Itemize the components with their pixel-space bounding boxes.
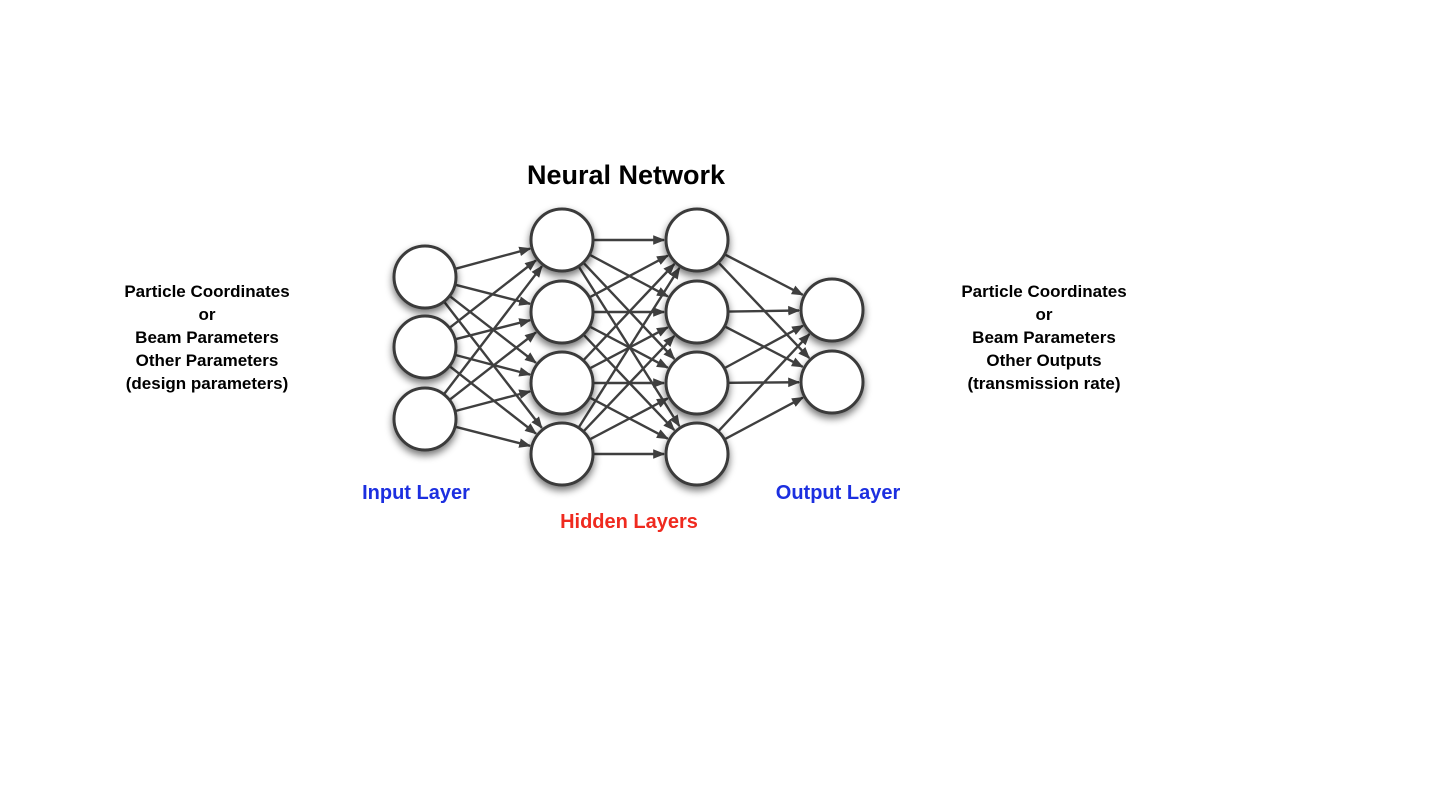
edge-input-2-to-hidden1-1 <box>448 331 537 401</box>
node-input-3 <box>392 386 458 452</box>
outputs-description: Particle Coordinates or Beam Parameters … <box>961 280 1126 395</box>
node-hidden2-3 <box>664 350 730 416</box>
edge-hidden2-2-to-output-0 <box>723 324 805 370</box>
outputs-line-4: Other Outputs <box>986 351 1102 370</box>
edge-input-1-to-hidden1-3 <box>448 365 537 435</box>
node-hidden1-4 <box>529 421 595 487</box>
inputs-line-4: Other Parameters <box>135 351 279 370</box>
node-output-1 <box>799 277 865 343</box>
edge-input-0-to-hidden1-0 <box>454 246 532 271</box>
inputs-line-3: Beam Parameters <box>135 328 279 347</box>
edge-hidden1-3-to-hidden2-2 <box>588 397 669 441</box>
inputs-line-2: or <box>198 305 216 324</box>
node-hidden1-1 <box>529 207 595 273</box>
diagram-title: Neural Network <box>526 160 726 190</box>
node-input-1 <box>392 244 458 310</box>
outputs-line-1: Particle Coordinates <box>961 282 1127 301</box>
inputs-line-1: Particle Coordinates <box>124 282 290 301</box>
output-layer-label: Output Layer <box>775 482 901 504</box>
edge-hidden2-1-to-output-0 <box>727 305 801 316</box>
edge-hidden1-3-to-hidden2-1 <box>582 335 676 433</box>
edge-hidden2-3-to-output-0 <box>717 333 811 433</box>
edge-hidden1-2-to-hidden2-0 <box>582 263 676 362</box>
outputs-line-5: (transmission rate) <box>967 374 1121 393</box>
edge-hidden1-1-to-hidden2-0 <box>588 254 669 299</box>
inputs-line-5: (design parameters) <box>125 374 289 393</box>
outputs-line-3: Beam Parameters <box>972 328 1116 347</box>
io-arrows <box>320 265 935 421</box>
edge-input-2-to-hidden1-3 <box>454 425 532 448</box>
nodes <box>392 207 865 487</box>
edge-hidden2-0-to-output-0 <box>723 253 804 296</box>
node-hidden1-2 <box>529 279 595 345</box>
node-hidden2-1 <box>664 207 730 273</box>
edge-input-2-to-hidden1-0 <box>442 265 543 396</box>
edge-hidden1-3-to-hidden2-0 <box>577 266 681 429</box>
connections <box>442 235 811 459</box>
node-hidden2-2 <box>664 279 730 345</box>
node-hidden1-3 <box>529 350 595 416</box>
edge-input-1-to-hidden1-0 <box>448 259 537 329</box>
node-output-2 <box>799 349 865 415</box>
node-input-2 <box>392 314 458 380</box>
inputs-description: Particle Coordinates or Beam Parameters … <box>124 280 289 395</box>
hidden-layers-label: Hidden Layers <box>560 511 698 533</box>
input-layer-label: Input Layer <box>362 482 470 504</box>
edge-hidden2-3-to-output-1 <box>723 396 804 441</box>
edge-input-2-to-hidden1-2 <box>454 389 532 413</box>
outputs-line-2: or <box>1035 305 1053 324</box>
node-hidden2-4 <box>664 421 730 487</box>
